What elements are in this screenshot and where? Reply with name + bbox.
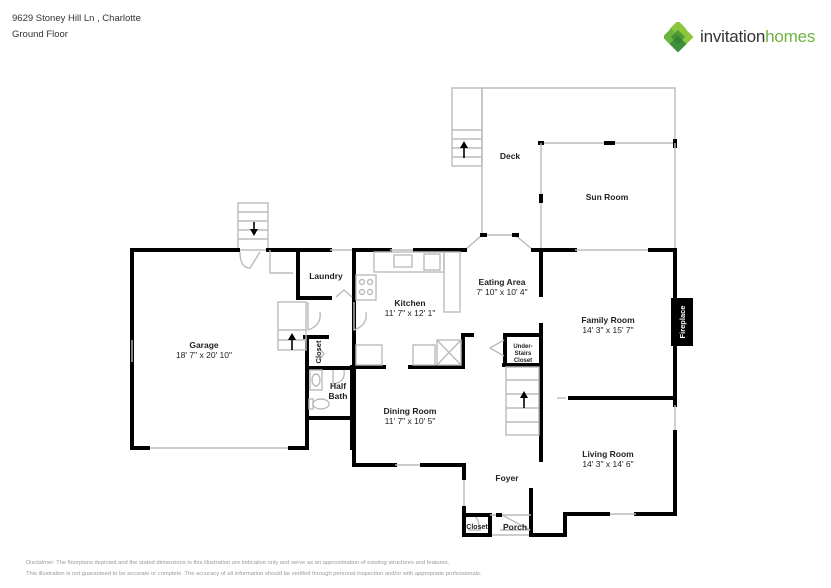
kitchen-counters	[355, 251, 462, 366]
disclaimer-line-1: Disclaimer: The floorplans depicted and …	[26, 560, 450, 566]
garage-interior-stairs	[277, 301, 307, 351]
fireplace	[671, 298, 693, 346]
under-stairs-closet-label-1: Under-	[513, 344, 532, 350]
dining-room-dimensions: 11' 7" x 10' 5"	[385, 416, 436, 426]
half-bath-label-2: Bath	[329, 391, 348, 401]
fridge-icon	[436, 339, 462, 366]
foyer-stairs	[505, 366, 540, 436]
eating-area-label: Eating Area	[479, 277, 526, 287]
family-room-label: Family Room	[581, 315, 635, 325]
fireplace-label: Fireplace	[678, 306, 687, 339]
doors	[239, 251, 531, 531]
stairs-up-arrow-icon	[288, 333, 296, 340]
bay-window	[464, 233, 534, 251]
logo-text-invitation: invitation	[700, 27, 766, 46]
deck-label: Deck	[500, 151, 521, 161]
living-room-dimensions: 14' 3" x 14' 6"	[582, 459, 633, 469]
property-address: 9629 Stoney Hill Ln , Charlotte	[12, 13, 141, 24]
porch-label: Porch	[503, 522, 527, 532]
sun-room-label: Sun Room	[586, 192, 629, 202]
family-room-dimensions: 14' 3" x 15' 7"	[582, 325, 633, 335]
disclaimer-line-2: This illustration is not guaranteed to b…	[26, 571, 482, 577]
garage-label: Garage	[189, 340, 219, 350]
deck-stairs-up-arrow-icon	[460, 141, 468, 158]
kitchen-dimensions: 11' 7" x 12' 1"	[385, 308, 436, 318]
floor-label: Ground Floor	[12, 29, 68, 40]
exterior-walls	[130, 248, 677, 537]
stove-icon	[355, 274, 377, 301]
garage-step	[269, 250, 293, 274]
interior-walls	[296, 248, 677, 495]
under-stairs-closet-label-3: Closet	[514, 358, 532, 364]
garage-exterior-stairs	[237, 202, 269, 251]
sink-icon	[393, 254, 413, 268]
dining-room-label: Dining Room	[384, 406, 437, 416]
logo-text-homes: homes	[765, 27, 816, 46]
foyer-closet-porch	[462, 513, 531, 537]
toilet-icon	[312, 398, 330, 410]
invitation-homes-logo-icon	[664, 22, 694, 52]
eating-area-dimensions: 7' 10" x 10' 4"	[476, 287, 527, 297]
kitchen-label: Kitchen	[394, 298, 425, 308]
half-bath-fixtures	[308, 369, 330, 410]
stairs-up-arrow-icon	[520, 391, 528, 398]
laundry-label: Laundry	[309, 271, 343, 281]
sun-room-walls	[538, 139, 677, 250]
foyer-label: Foyer	[495, 473, 519, 483]
deck-outline	[451, 87, 676, 233]
half-bath-label-1: Half	[330, 381, 346, 391]
under-stairs-closet-label-2: Stairs	[515, 351, 532, 357]
foyer-closet-label: Closet	[466, 524, 488, 531]
stairs-down-arrow-icon	[250, 229, 258, 236]
living-room-label: Living Room	[582, 449, 634, 459]
invitation-homes-logo: invitationhomes	[664, 22, 815, 52]
sink-icon	[309, 369, 323, 391]
hall-closet-label: Closet	[314, 340, 323, 363]
garage-dimensions: 18' 7" x 20' 10"	[176, 350, 232, 360]
